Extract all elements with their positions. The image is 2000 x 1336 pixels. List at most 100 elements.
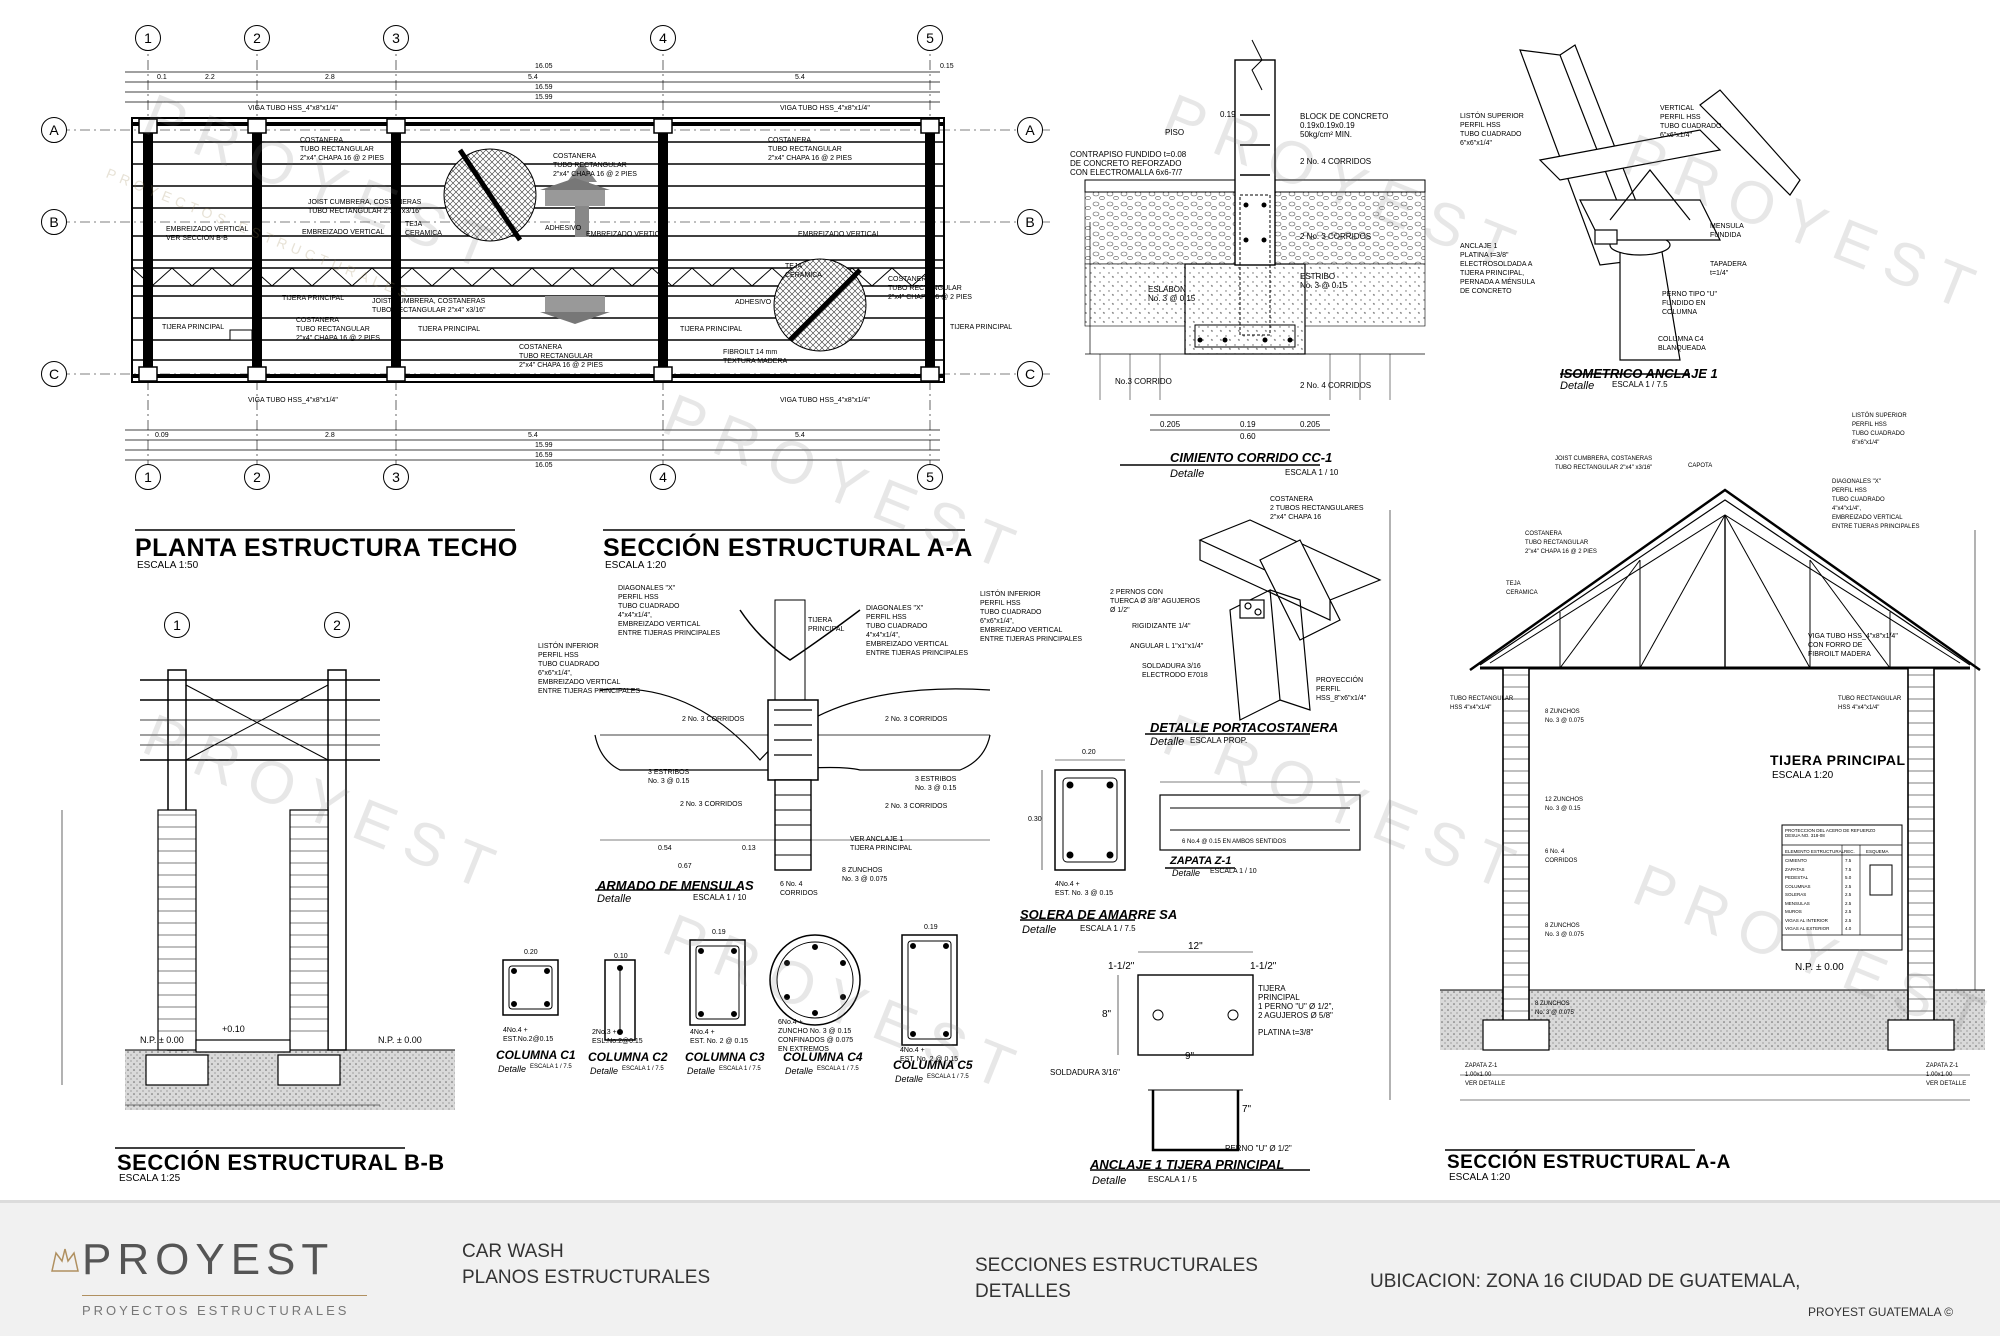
label-estribo: ESTRIBO No. 3 @ 0.15: [1300, 272, 1348, 290]
detail-zapata: ZAPATA Z-1: [1170, 855, 1232, 867]
footer-brand: PROYEST: [82, 1235, 335, 1284]
dim-c0205: 0.205: [1160, 420, 1181, 429]
dim-bottom-total: 16.05: [535, 462, 553, 469]
dim-a8: 8": [1102, 1009, 1112, 1020]
tijera-principal-section: [1389, 488, 1985, 1101]
label-no46: 6 No. 4 CORRIDOS: [1545, 849, 1578, 864]
detail-label: Detalle: [597, 893, 632, 905]
label-ver-anclaje: VER ANCLAJE 1 TIJERA PRINCIPAL: [850, 836, 913, 852]
label-tijera-perno: TIJERA PRINCIPAL 1 PERNO "U" Ø 1/2", 2 A…: [1258, 984, 1334, 1020]
dim-c019: 0.19: [1220, 110, 1236, 119]
label-zapata-ver-r: ZAPATA Z-1 1.00x1.00 VER DETALLE: [1926, 1063, 1967, 1087]
title-seccion-aa-right: SECCIÓN ESTRUCTURAL A-A: [1447, 1152, 1731, 1173]
label-joist2: JOIST CUMBRERA, COSTANERAS TUBO RECTANGU…: [1555, 456, 1653, 471]
label-costanera-r: COSTANERA TUBO RECTANGULAR 2"x4" CHAPA 1…: [1525, 531, 1597, 555]
dim-total2: 16.59: [535, 84, 553, 91]
label-tijera: TIJERA PRINCIPAL: [680, 326, 743, 333]
table-row-label: VIGAS AL EXTERIOR: [1785, 926, 1830, 931]
grid-bubble-col: 3: [383, 25, 409, 51]
dim-b2: 2.8: [325, 432, 335, 439]
dim-bottom3: 15.99: [535, 442, 553, 449]
label-pernos: 2 PERNOS CON TUERCA Ø 3/8" AGUJEROS Ø 1/…: [1110, 589, 1201, 614]
mensulas-detail: [594, 599, 991, 871]
label-diagonales: DIAGONALES "X" PERFIL HSS TUBO CUADRADO …: [866, 605, 969, 657]
label-np-r: N.P. ± 0.00: [1795, 962, 1844, 973]
table-row-label: PEDESTAL: [1785, 875, 1809, 880]
dim-d4: 5.4: [528, 74, 538, 81]
table-row-label: MENSULAS: [1785, 900, 1810, 906]
label-tijera: TIJERA PRINCIPAL: [162, 324, 225, 331]
column-sections: [502, 934, 958, 1046]
detail-zapata-scale: ESCALA 1 / 10: [1210, 868, 1257, 875]
detail-mensulas-scale: ESCALA 1 / 10: [693, 893, 747, 902]
table-row-rec: 2.5: [1845, 883, 1852, 889]
label-angular: ANGULAR L 1"x1"x1/4": [1130, 643, 1204, 650]
grid-bubble-row: A: [41, 117, 67, 143]
grid-bubble-col: 4: [650, 25, 676, 51]
label-soldadura2: SOLDADURA 3/16 ELECTRODO E7018: [1142, 663, 1208, 679]
label-proyeccion: PROYECCIÓN PERFIL HSS_8"x6"x1/4": [1316, 677, 1367, 702]
label-zunchos8: 8 ZUNCHOS No. 3 @ 0.075: [1545, 709, 1584, 724]
detail-portacostanera: DETALLE PORTACOSTANERA: [1150, 720, 1339, 735]
dim-c060: 0.60: [1240, 432, 1256, 441]
label-viga-bottom: VIGA TUBO HSS_4"x8"x1/4": [780, 397, 870, 404]
col-scale: ESCALA 1 / 7.5: [719, 1066, 761, 1072]
dim-c019b: 0.19: [1240, 420, 1256, 429]
detail-label: Detalle: [785, 1066, 814, 1076]
table-row-rec: 2.5: [1845, 917, 1852, 923]
detail-cimiento-scale: ESCALA 1 / 10: [1285, 468, 1339, 477]
anclaje-detail: [1117, 951, 1254, 1152]
scale-seccion-aa: ESCALA 1:20: [605, 560, 667, 571]
detail-solera: SOLERA DE AMARRE SA: [1020, 907, 1178, 922]
seccion-bb: [61, 669, 455, 1110]
footer-project: CAR WASH: [462, 1241, 564, 1262]
scale-tijera: ESCALA 1:20: [1772, 770, 1834, 781]
label-n3: 2 No. 3 CORRIDOS: [885, 716, 948, 723]
label-n3b: 2 No. 3 CORRIDOS: [885, 803, 948, 810]
label-costanera: COSTANERA TUBO RECTANGULAR 2"x4" CHAPA 1…: [296, 317, 380, 342]
label-portacostanera: COSTANERA 2 TUBOS RECTANGULARES 2"x4" CH…: [1270, 496, 1364, 521]
title-seccion-aa: SECCIÓN ESTRUCTURAL A-A: [603, 534, 973, 562]
table-row-rec: 2.5: [1845, 900, 1852, 906]
dim-col010: 0.10: [614, 953, 628, 960]
label-np-bb: N.P. ± 0.00: [140, 1035, 184, 1045]
label-np-bb2: N.P. ± 0.00: [378, 1035, 422, 1045]
label-diagonales-r: DIAGONALES "X" PERFIL HSS TUBO CUADRADO …: [1832, 479, 1920, 530]
col-c3-title: COLUMNA C3: [685, 1050, 765, 1064]
grid-bubble-col: 4: [650, 464, 676, 490]
detail-isometrico-scale: ESCALA 1 / 7.5: [1612, 380, 1668, 389]
isometrico-anclaje: [1519, 44, 1801, 361]
scale-planta: ESCALA 1:50: [137, 560, 199, 571]
label-n3corridos: 2 No. 3 CORRIDOS: [1300, 232, 1372, 241]
label-soldadura: SOLDADURA 3/16": [1050, 1068, 1120, 1077]
grid-bubble-row: C: [1017, 361, 1043, 387]
grid-bubble-col: 2: [244, 25, 270, 51]
label-columna-c4: COLUMNA C4 BLANQUEADA: [1658, 336, 1706, 352]
label-listonsup: LISTÓN SUPERIOR PERFIL HSS TUBO CUADRADO…: [1460, 113, 1524, 147]
table-row-label: MUROS: [1785, 909, 1802, 914]
dim-col020: 0.20: [524, 949, 538, 956]
label-embreizado: EMBREIZADO VERTICAL: [798, 231, 881, 238]
detail-label: Detalle: [590, 1066, 619, 1076]
dim-d1: 0.1: [157, 74, 167, 81]
col-c1-note: 4No.4 + EST.No.2@0.15: [503, 1027, 554, 1043]
label-n4corridos: 2 No. 4 CORRIDOS: [1300, 157, 1372, 166]
col-c3-note: 4No.4 + EST. No. 2 @ 0.15: [690, 1029, 749, 1045]
scale-seccion-bb: ESCALA 1:25: [119, 1173, 181, 1184]
label-eslabon: ESLABON No. 3 @ 0.15: [1148, 285, 1196, 303]
grid-bubble-col: 2: [244, 464, 270, 490]
grid-bubble-row: B: [41, 209, 67, 235]
label-fibroilt: FIBROILT 14 mm TEXTURA MADERA: [723, 349, 788, 365]
label-embreizado: EMBREIZADO VERTICAL: [302, 229, 385, 236]
detail-solera-scale: ESCALA 1 / 7.5: [1080, 924, 1136, 933]
footer-content: SECCIONES ESTRUCTURALES: [975, 1255, 1258, 1276]
dim-b3b: 5.4: [795, 432, 805, 439]
col-scale: ESCALA 1 / 7.5: [927, 1074, 969, 1080]
table-title: PROTECCION DEL ACERO DE REFUERZO DESUA N…: [1785, 828, 1876, 838]
solera-detail: [1041, 759, 1126, 871]
label-platina: PLATINA t=3/8": [1258, 1028, 1314, 1037]
portacostanera-detail: [1198, 519, 1382, 721]
label-np010: +0.10: [222, 1024, 245, 1034]
dim-a7: 7": [1242, 1104, 1252, 1115]
